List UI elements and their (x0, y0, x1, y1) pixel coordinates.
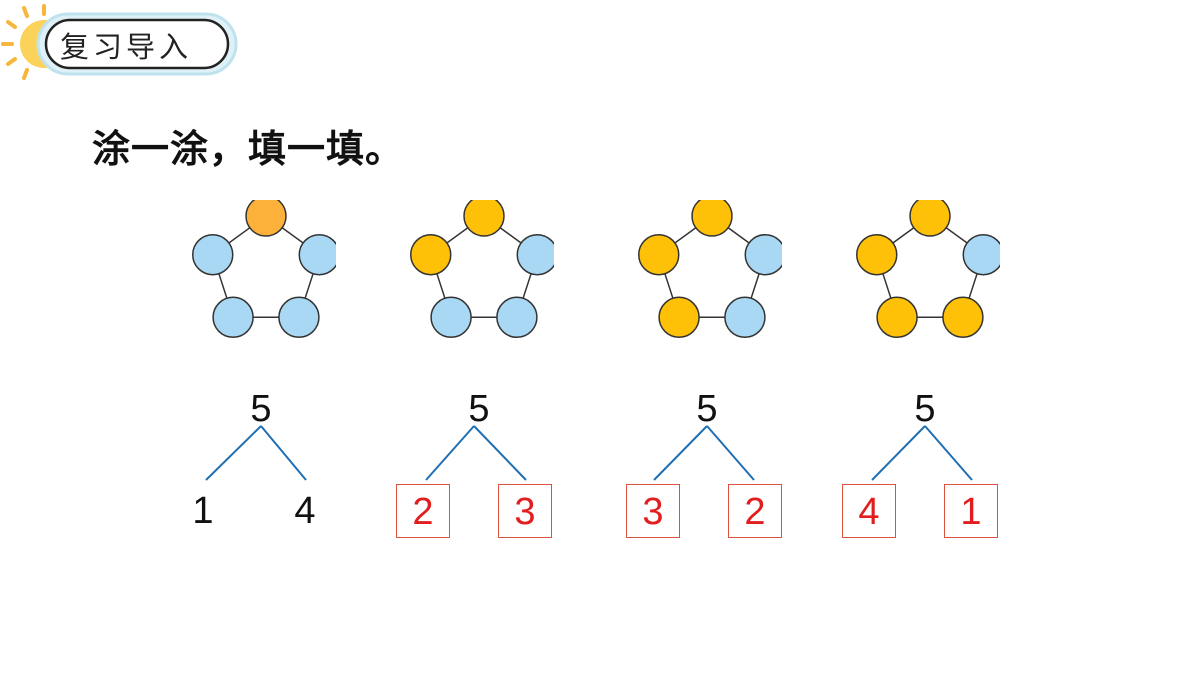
right-answer-box[interactable]: 1 (944, 484, 998, 538)
pentagon-beads-2[interactable] (404, 200, 554, 360)
right-part: 4 (294, 490, 316, 532)
bead-uncolored[interactable] (724, 296, 766, 339)
right-answer-box[interactable]: 3 (498, 484, 552, 538)
pentagon-beads-3[interactable] (632, 200, 782, 360)
bead-colored[interactable] (658, 296, 700, 339)
pentagon-beads-1[interactable] (186, 200, 336, 360)
bead-uncolored[interactable] (516, 233, 554, 276)
bead-colored[interactable] (855, 233, 898, 276)
right-answer-box[interactable]: 2 (728, 484, 782, 538)
bead-colored[interactable] (409, 233, 452, 276)
bond-lines (205, 425, 307, 481)
section-header: 复习导入 (0, 0, 260, 90)
instruction-text: 涂一涂，填一填。 (92, 127, 405, 171)
bead-colored[interactable] (637, 233, 680, 276)
left-answer-box[interactable]: 3 (626, 484, 680, 538)
bond-lines (425, 425, 527, 481)
bead-colored[interactable] (245, 200, 287, 237)
bond-lines (653, 425, 755, 481)
bead-colored[interactable] (876, 296, 918, 339)
bead-colored[interactable] (691, 200, 733, 237)
bead-colored[interactable] (942, 296, 984, 339)
section-title: 复习导入 (60, 30, 193, 64)
bond-lines (871, 425, 973, 481)
left-answer-box[interactable]: 2 (396, 484, 450, 538)
left-part: 1 (192, 490, 214, 532)
bead-uncolored[interactable] (212, 296, 254, 339)
total-number: 5 (914, 388, 936, 430)
bead-colored[interactable] (463, 200, 505, 237)
number-bond-group-3: 5 3 2 (626, 200, 782, 550)
number-bond-group-1: 5 1 4 (186, 200, 336, 550)
bead-uncolored[interactable] (430, 296, 472, 339)
pentagon-beads-4[interactable] (850, 200, 1000, 360)
bead-uncolored[interactable] (962, 233, 1000, 276)
left-answer-box[interactable]: 4 (842, 484, 896, 538)
bead-colored[interactable] (909, 200, 951, 237)
bead-uncolored[interactable] (278, 296, 320, 339)
number-bond-group-2: 5 2 3 (396, 200, 554, 550)
bead-uncolored[interactable] (496, 296, 538, 339)
number-bond-group-4: 5 4 1 (842, 200, 1000, 550)
sun-icon (1, 4, 238, 80)
bead-uncolored[interactable] (744, 233, 782, 276)
total-number: 5 (696, 388, 718, 430)
bead-uncolored[interactable] (191, 233, 234, 276)
total-number: 5 (250, 388, 272, 430)
bead-uncolored[interactable] (298, 233, 336, 276)
total-number: 5 (468, 388, 490, 430)
